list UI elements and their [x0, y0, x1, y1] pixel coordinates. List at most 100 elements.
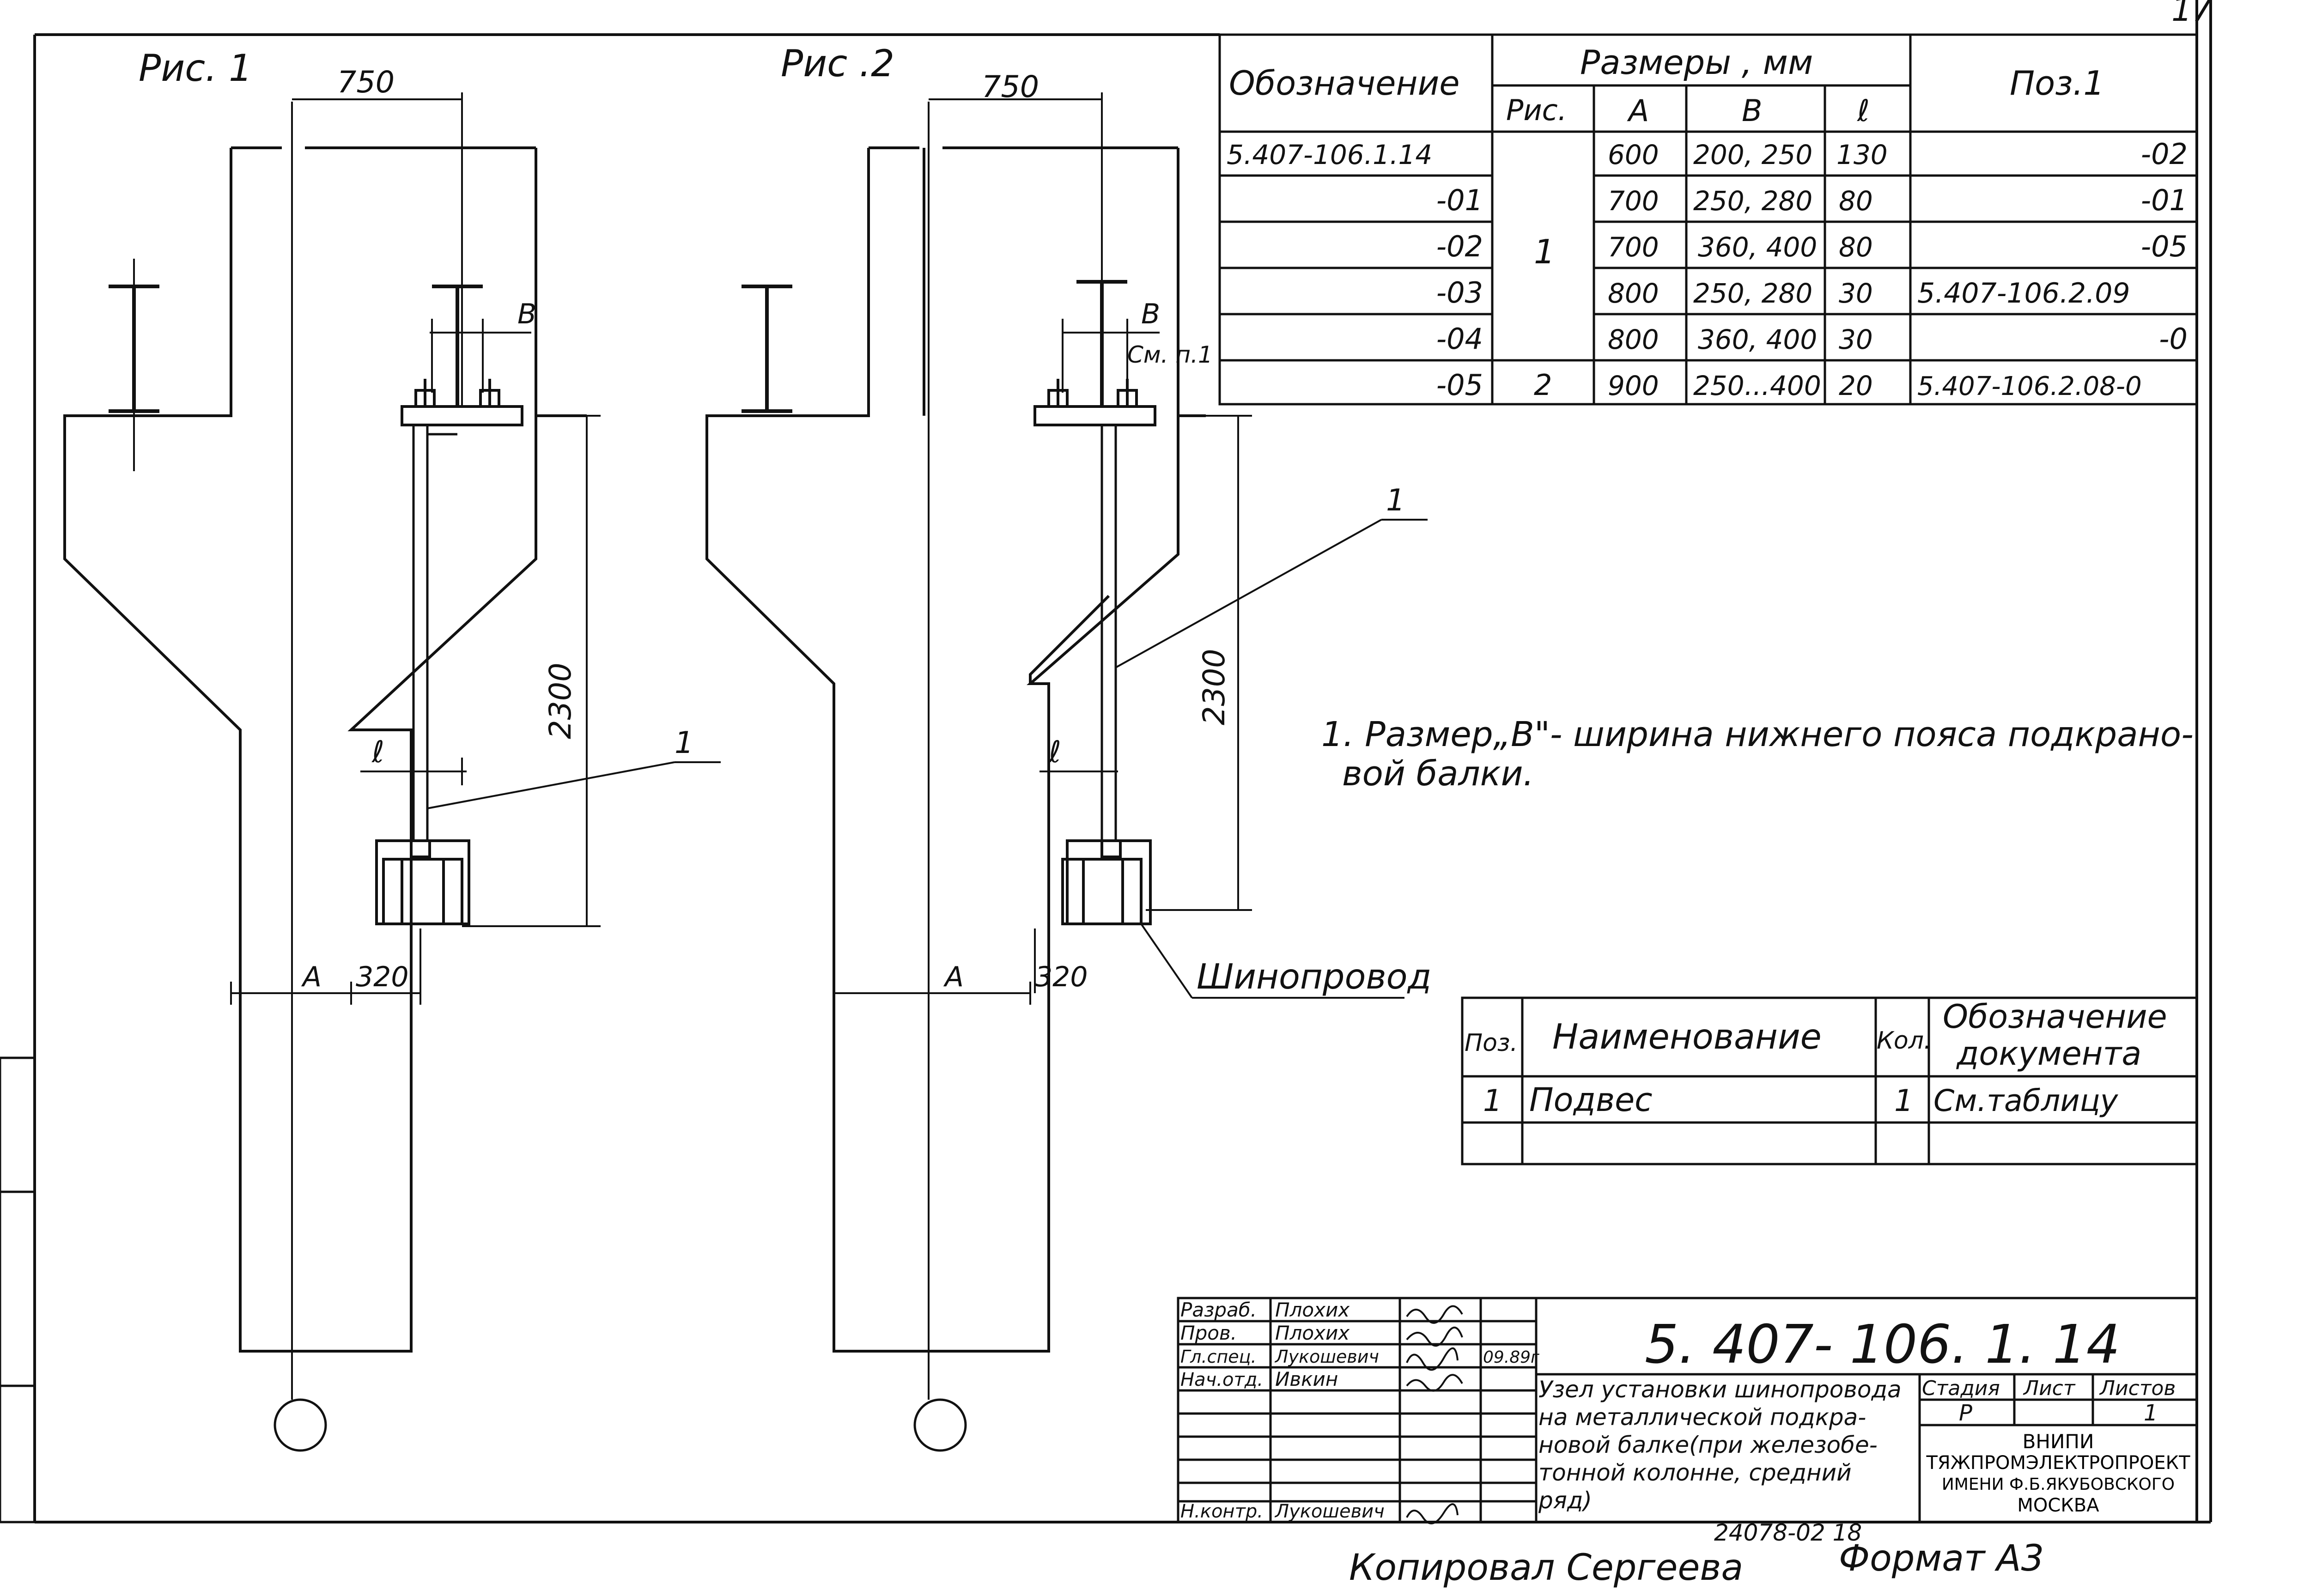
- general-note: 1. Размер„В"- ширина нижнего пояса подкр…: [1321, 715, 2194, 794]
- specification-table: Поз. Наименование Кол. Обозначение докум…: [1461, 996, 2198, 1165]
- spec-header-doc-2: документа: [1956, 1035, 2141, 1073]
- role-name: Ивкин: [1275, 1368, 1338, 1390]
- row-designation: -04: [1436, 322, 1483, 356]
- org-line: ТЯЖПРОМЭЛЕКТРОПРОЕКТ: [1926, 1452, 2190, 1474]
- spec-row-doc: См.таблицу: [1933, 1084, 2119, 1118]
- fig1-dim-2300-label: 2300: [543, 663, 578, 739]
- fig2-title: Рис .2: [781, 42, 894, 85]
- row-a: 800: [1608, 278, 1659, 309]
- org-line: МОСКВА: [2017, 1495, 2099, 1516]
- spec-header-doc-1: Обозначение: [1943, 998, 2167, 1036]
- row-a: 900: [1608, 370, 1659, 401]
- row-l: 80: [1839, 185, 1873, 217]
- row-b: 360, 400: [1698, 324, 1817, 355]
- role-name: Лукошевич: [1274, 1501, 1385, 1522]
- row-b: 250, 280: [1693, 185, 1812, 217]
- title-block: Разраб. Плохих Пров. Плохих Гл.спец. Лук…: [1177, 1297, 2198, 1524]
- format-label: Формат А3: [1839, 1538, 2044, 1579]
- binding-strip: [0, 1056, 36, 1523]
- fig-group-1: 1: [1534, 232, 1555, 271]
- fig2-dim-b-label: B: [1141, 298, 1160, 330]
- fig2-dim-a-label: A: [943, 961, 964, 993]
- description-line: ряд): [1538, 1487, 1592, 1514]
- fig1-hanger-rod: [412, 424, 457, 842]
- spec-table-grid: [1461, 996, 2198, 1165]
- spec-row-qty: 1: [1894, 1084, 1913, 1118]
- stage-label: Стадия: [1922, 1377, 2000, 1400]
- row-designation: -05: [1436, 368, 1483, 402]
- fig2-dim-750: [929, 92, 1103, 407]
- sheet-number: 17: [2171, 0, 2213, 29]
- archive-number: 24078-02 18: [1714, 1519, 1862, 1546]
- fig2-hanger-rod: [1100, 424, 1117, 842]
- header-pos1: Поз.1: [2010, 64, 2104, 103]
- fig1-dim-2300: [462, 415, 601, 927]
- row-a: 600: [1608, 139, 1659, 170]
- row-pos1: -0: [2159, 322, 2188, 356]
- sheet-label: Лист: [2023, 1377, 2076, 1400]
- fig2-busbar-leader: [1140, 923, 1404, 999]
- spec-row-pos: 1: [1483, 1084, 1502, 1118]
- fig1-crane-beam: [432, 285, 483, 407]
- fig2-busbar: [1061, 839, 1152, 925]
- row-designation: -02: [1436, 230, 1483, 263]
- figure-1: Рис. 1: [63, 47, 721, 1452]
- description-line: тонной колонне, средний: [1538, 1459, 1852, 1486]
- row-designation: -01: [1436, 183, 1483, 217]
- role-date: 09.89г: [1483, 1348, 1540, 1367]
- role-label: Н.контр.: [1180, 1501, 1263, 1522]
- row-pos1: -02: [2141, 137, 2188, 171]
- note-line-2: вой балки.: [1342, 754, 1534, 794]
- header-b: В: [1742, 94, 1763, 128]
- copied-by: Копировал Сергеева: [1349, 1547, 1743, 1589]
- note-line-1: 1. Размер„В"- ширина нижнего пояса подкр…: [1321, 715, 2194, 754]
- sheets-value: 1: [2144, 1400, 2158, 1426]
- row-pos1: 5.407-106.2.08-0: [1917, 371, 2142, 401]
- fig1-dim-l-label: ℓ: [371, 735, 384, 770]
- row-l: 30: [1839, 278, 1873, 309]
- row-b: 360, 400: [1698, 231, 1817, 263]
- fig2-dim-750-label: 750: [982, 70, 1039, 104]
- row-a: 700: [1608, 231, 1659, 263]
- header-designation: Обозначение: [1229, 64, 1460, 103]
- fig2-axis-bubble: [913, 1398, 967, 1452]
- row-pos1: 5.407-106.2.09: [1917, 277, 2130, 309]
- role-name: Лукошевич: [1274, 1347, 1379, 1367]
- org-line: ИМЕНИ Ф.Б.ЯКУБОВСКОГО: [1942, 1475, 2175, 1494]
- fig2-dim-l: [1040, 758, 1118, 785]
- row-l: 130: [1836, 139, 1888, 170]
- dimensions-table-grid: [1218, 33, 2198, 406]
- fig1-dim-a-label: A: [301, 961, 322, 993]
- sheets-label: Листов: [2099, 1377, 2176, 1400]
- fig-group-2: 2: [1534, 368, 1552, 402]
- fig2-see-note: См. п.1: [1127, 341, 1213, 368]
- row-designation: -03: [1436, 276, 1483, 309]
- spec-row-name: Подвес: [1529, 1081, 1653, 1119]
- fig2-left-i-beam: [742, 285, 792, 413]
- row-l: 20: [1839, 370, 1873, 401]
- fig1-dim-b: [430, 319, 531, 393]
- fig1-dim-a-320: [230, 928, 421, 1005]
- header-sizes: Размеры , мм: [1580, 43, 1813, 82]
- fig1-dim-750-label: 750: [337, 65, 395, 100]
- row-designation: 5.407-106.1.14: [1227, 139, 1432, 170]
- row-a: 700: [1608, 185, 1659, 217]
- fig1-axis-bubble: [274, 1398, 327, 1452]
- fig2-column-outline: [705, 146, 1206, 1353]
- dimensions-table: Обозначение Размеры , мм Рис. А В ℓ Поз.…: [1218, 33, 2198, 406]
- fig2-hanger-clamp: [1033, 379, 1156, 426]
- stage-value: Р: [1959, 1400, 1972, 1426]
- fig2-dim-b: [1062, 319, 1160, 393]
- title-block-grid: [1177, 1297, 2198, 1523]
- fig2-dim-l-label: ℓ: [1048, 735, 1061, 770]
- fig1-leader-1-label: 1: [675, 726, 693, 760]
- fig1-leader-1: [427, 761, 721, 809]
- fig2-leader-1-label: 1: [1386, 483, 1405, 518]
- fig2-dim-2300-label: 2300: [1197, 649, 1232, 725]
- row-pos1: -01: [2141, 183, 2188, 217]
- row-b: 200, 250: [1693, 139, 1812, 170]
- figure-2: Рис .2: [705, 42, 1431, 1452]
- role-label: Пров.: [1180, 1322, 1237, 1344]
- description-line: на металлической подкра-: [1538, 1404, 1866, 1431]
- fig1-dim-750: [292, 92, 463, 407]
